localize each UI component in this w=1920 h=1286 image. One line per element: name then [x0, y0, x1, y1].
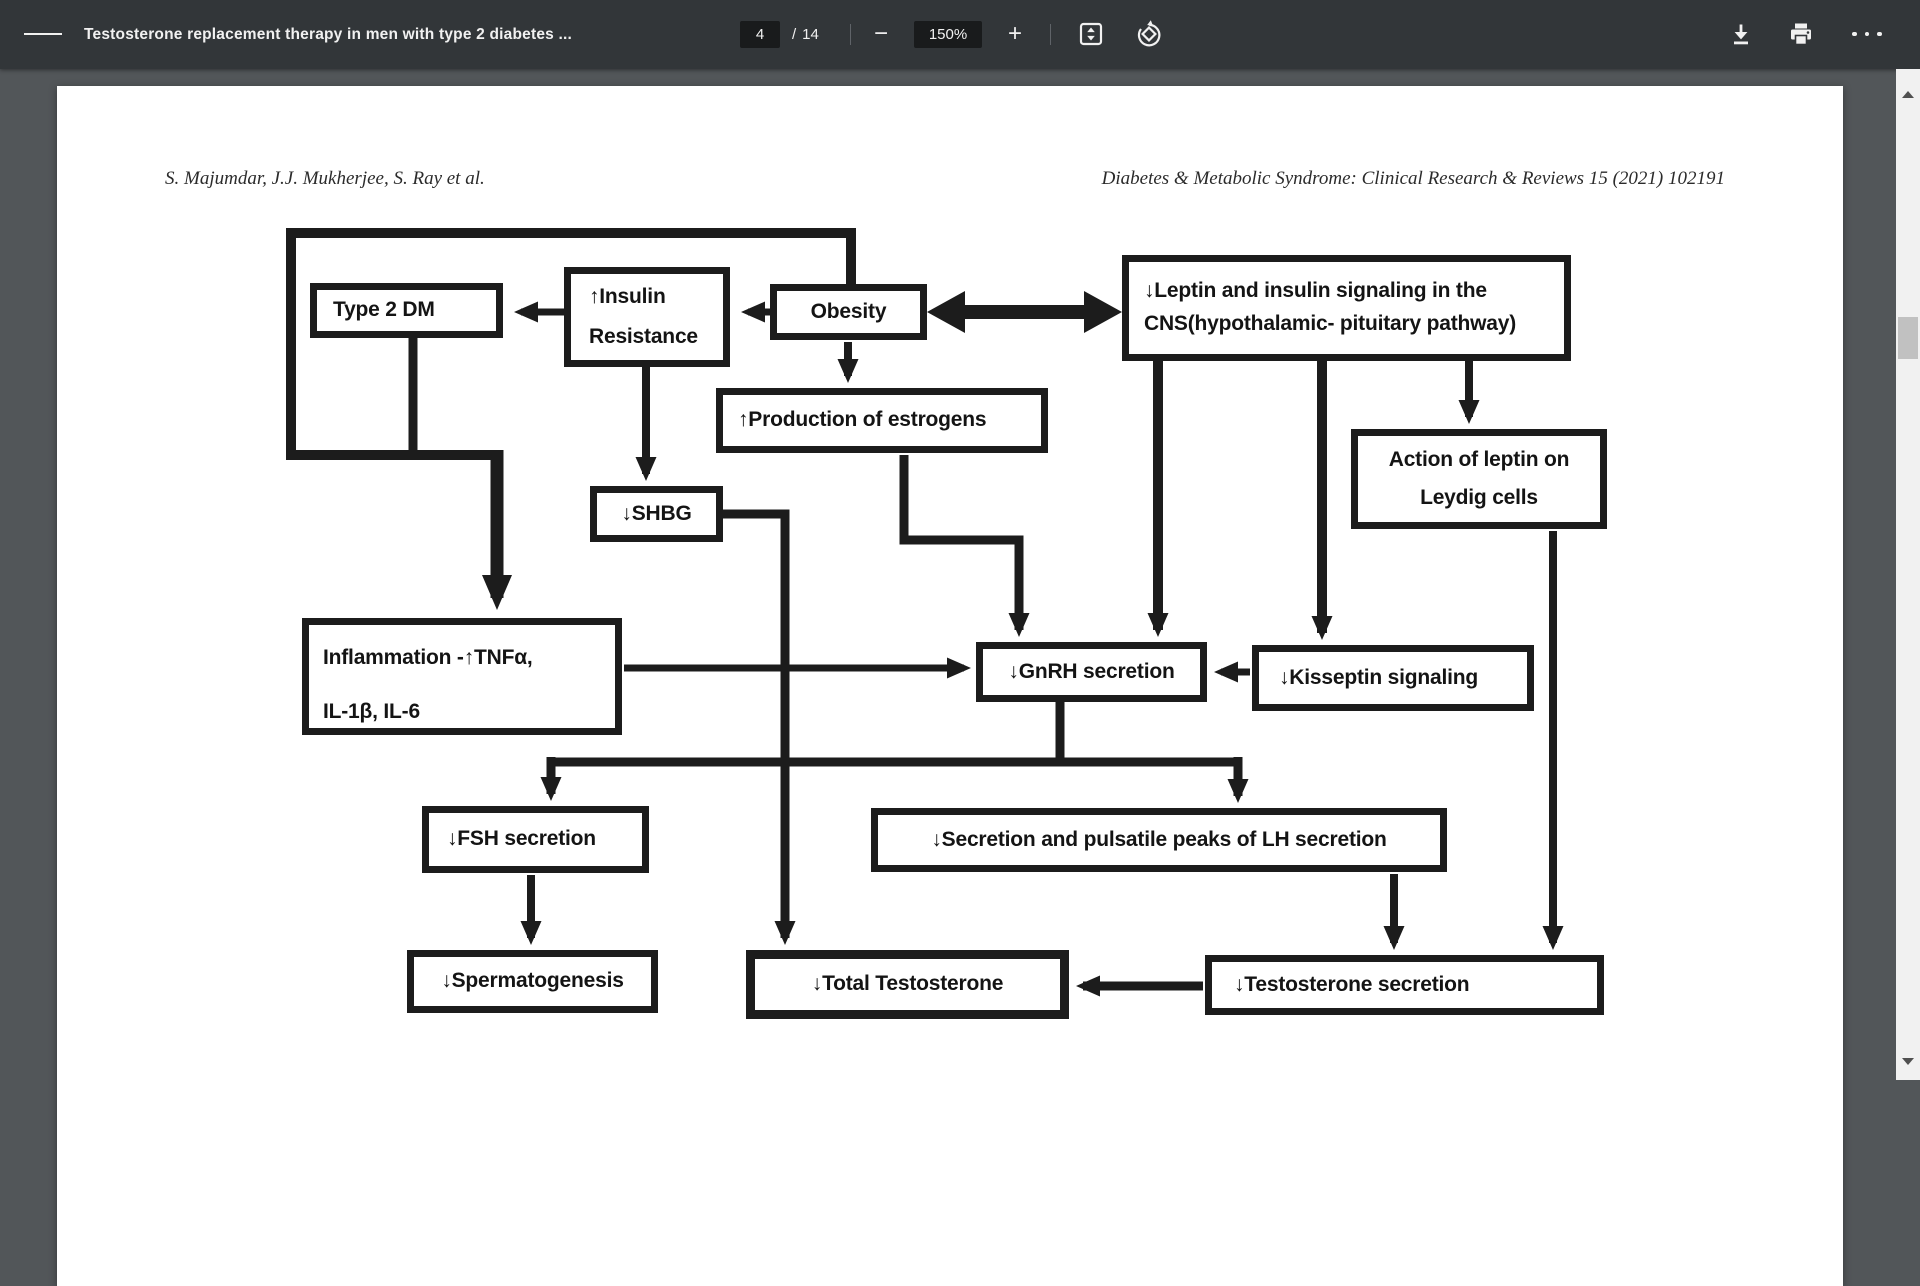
node-shbg: ↓SHBG: [590, 486, 723, 542]
page-number-input[interactable]: [740, 21, 780, 48]
node-inflammation: Inflammation -↑TNFα, IL-1β, IL-6: [302, 618, 622, 735]
node-obesity: Obesity: [770, 284, 927, 340]
rotate-counterclockwise-icon[interactable]: [1130, 15, 1168, 53]
scroll-up-arrow[interactable]: [1896, 77, 1920, 111]
node-spermatogenesis: ↓Spermatogenesis: [407, 950, 658, 1013]
page-total-value: 14: [802, 26, 819, 43]
page-separator: /: [792, 26, 797, 43]
paper-authors: S. Majumdar, J.J. Mukherjee, S. Ray et a…: [165, 168, 485, 189]
toolbar-divider: [1050, 24, 1051, 45]
print-icon[interactable]: [1782, 15, 1820, 53]
zoom-level[interactable]: 150%: [914, 21, 982, 48]
node-leptin-insulin-cns: ↓Leptin and insulin signaling in the CNS…: [1122, 255, 1571, 361]
toolbar-divider: [850, 24, 851, 45]
node-leptin-leydig: Action of leptin on Leydig cells: [1351, 429, 1607, 529]
arrow-obesity-leptin-double: [927, 291, 1122, 333]
node-lh-secretion: ↓Secretion and pulsatile peaks of LH sec…: [871, 808, 1447, 872]
pdf-toolbar: Testosterone replacement therapy in men …: [0, 0, 1920, 69]
node-type-2-dm: Type 2 DM: [310, 283, 503, 338]
zoom-out-button[interactable]: −: [862, 15, 900, 53]
node-testosterone-secretion: ↓Testosterone secretion: [1205, 955, 1604, 1015]
node-kisseptin-signaling: ↓Kisseptin signaling: [1252, 645, 1534, 711]
download-icon[interactable]: [1722, 15, 1760, 53]
page-count: / 14: [792, 0, 819, 69]
scroll-down-arrow[interactable]: [1896, 1044, 1920, 1078]
zoom-in-button[interactable]: +: [996, 15, 1034, 53]
vertical-scrollbar: [1896, 69, 1920, 1080]
fit-page-icon[interactable]: [1072, 15, 1110, 53]
node-total-testosterone: ↓Total Testosterone: [746, 950, 1069, 1019]
flowchart-connectors: [286, 228, 1564, 997]
arrow-estrogens-to-gnrh: [899, 455, 1030, 637]
arrow-shbg-to-total-testosterone: [720, 509, 796, 945]
node-gnrh-secretion: ↓GnRH secretion: [976, 642, 1207, 702]
paper-journal-citation: Diabetes & Metabolic Syndrome: Clinical …: [1101, 168, 1725, 189]
node-insulin-resistance: ↑Insulin Resistance: [564, 267, 730, 367]
node-fsh-secretion: ↓FSH secretion: [422, 806, 649, 873]
menu-icon[interactable]: [24, 15, 63, 53]
node-production-estrogens: ↑Production of estrogens: [716, 388, 1048, 453]
document-title: Testosterone replacement therapy in men …: [84, 25, 572, 43]
line-loop-top: [286, 228, 856, 459]
more-options-icon[interactable]: [1848, 15, 1886, 53]
scrollbar-thumb[interactable]: [1898, 317, 1918, 359]
